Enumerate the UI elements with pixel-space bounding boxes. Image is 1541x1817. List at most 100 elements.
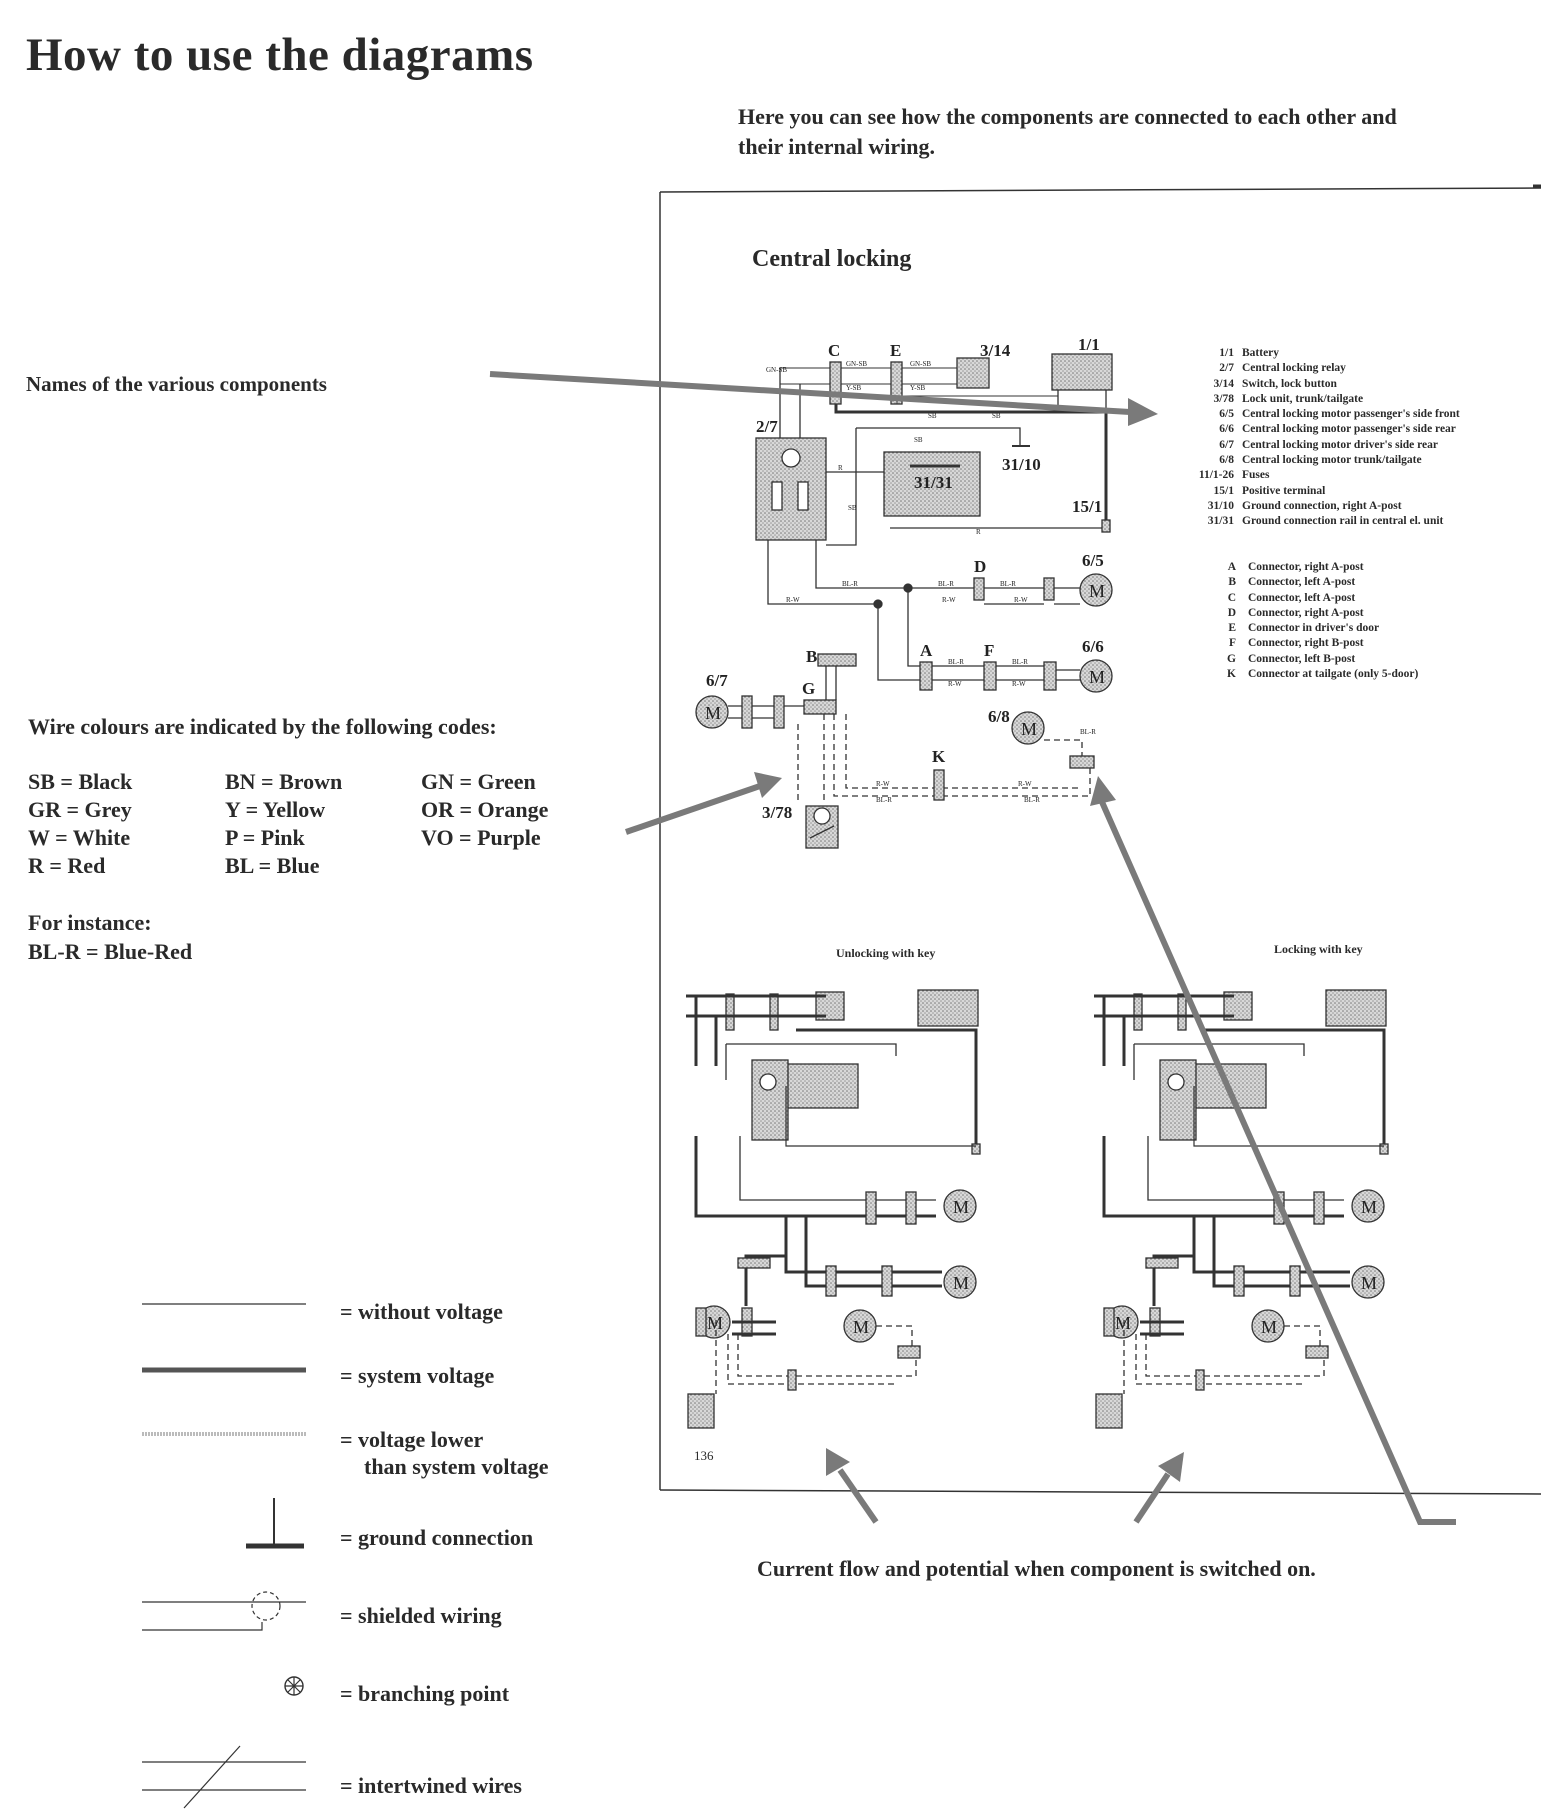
component-name: Central locking motor driver's side rear [1242, 438, 1438, 451]
motor-label: M [705, 703, 721, 723]
label-c: C [828, 341, 840, 360]
wire-codes-heading: Wire colours are indicated by the follow… [28, 714, 497, 739]
component-code: 6/7 [1219, 438, 1234, 451]
connector-code: C [1227, 591, 1236, 604]
wire-label: BL-R [1000, 580, 1016, 588]
connector-g [803, 699, 837, 715]
code-item: GN = Green [421, 769, 536, 794]
switch-3-14 [956, 357, 990, 389]
connector-name: Connector, right A-post [1248, 606, 1364, 619]
label-31-10: 31/10 [1002, 455, 1041, 474]
unlocking-subtitle: Unlocking with key [836, 946, 936, 960]
wire-label: BL-R [876, 796, 892, 804]
central-unit-31-31 [883, 451, 981, 517]
wire-label: R-W [942, 596, 956, 604]
connector-code: G [1227, 652, 1236, 665]
label-3-78: 3/78 [762, 803, 792, 822]
arrow-to-locking-diagram [1133, 1452, 1184, 1524]
list-item: 6/7 Central locking motor driver's side r… [1180, 438, 1460, 453]
label-d: D [974, 557, 986, 576]
list-item: E Connector in driver's door [1222, 621, 1418, 636]
wire-label: SB [992, 412, 1001, 420]
example-label: For instance: [28, 910, 152, 935]
arrow-to-component-list [489, 371, 1158, 426]
arrow-to-wire-label [625, 772, 782, 835]
component-code: 3/78 [1213, 392, 1234, 405]
locking-subtitle: Locking with key [1274, 942, 1363, 956]
label-a: A [920, 641, 933, 660]
wire-label: SB [928, 412, 937, 420]
list-item: 31/10 Ground connection, right A-post [1180, 499, 1460, 514]
battery-1-1 [1051, 353, 1113, 391]
label-b: B [806, 647, 817, 666]
motor-6-5 [1079, 573, 1113, 607]
label-15-1: 15/1 [1072, 497, 1102, 516]
names-annotation: Names of the various components [26, 372, 327, 396]
component-name: Ground connection, right A-post [1242, 499, 1402, 512]
label-2-7: 2/7 [756, 417, 778, 436]
wire-label: R-W [1018, 780, 1032, 788]
wire-label: R-W [876, 780, 890, 788]
motor-label: M [1361, 1197, 1377, 1217]
component-name: Positive terminal [1242, 484, 1326, 497]
label-1-1: 1/1 [1078, 335, 1100, 354]
label-e: E [890, 341, 901, 360]
label-6-7: 6/7 [706, 671, 728, 690]
wire-label: Y-SB [846, 384, 862, 392]
component-code: 6/5 [1219, 408, 1234, 421]
code-item: R = Red [28, 853, 106, 878]
wire-label: BL-R [1024, 796, 1040, 804]
legend-ground: = ground connection [340, 1525, 534, 1550]
component-code: 31/31 [1207, 515, 1234, 528]
legend-lower-voltage-line2: than system voltage [364, 1454, 549, 1479]
wire-label: Y-SB [910, 384, 926, 392]
connector-name: Connector, left B-post [1248, 652, 1356, 665]
sub-diagram-unlocking [686, 989, 981, 1429]
label-k: K [932, 747, 946, 766]
connector-code: F [1228, 637, 1236, 650]
wire-label: BL-R [938, 580, 954, 588]
codes-column-3: GN = Green OR = Orange VO = Purple [421, 768, 548, 852]
legend-symbols [142, 1303, 306, 1809]
motor-label: M [1089, 667, 1105, 687]
arrow-from-caption-right [1090, 776, 1456, 1525]
wire-label: R [976, 528, 981, 536]
component-code: 1/1 [1219, 347, 1234, 359]
component-code: 2/7 [1219, 362, 1234, 375]
wire-label: BL-R [1080, 728, 1096, 736]
connector-f [983, 661, 997, 691]
sub-diagram-unlocking-motors: M M M M [707, 1197, 969, 1337]
symbol-ground [246, 1498, 304, 1549]
connector-name: Connector at tailgate (only 5-door) [1248, 668, 1419, 681]
connector-code: E [1228, 622, 1236, 635]
connector-code: B [1228, 576, 1236, 589]
code-item: BN = Brown [225, 769, 343, 794]
motor-6-6 [1079, 659, 1113, 693]
diagram-panel-frame [659, 184, 1541, 1495]
component-name: Battery [1242, 347, 1280, 359]
connector-d [973, 577, 985, 601]
component-name: Fuses [1242, 469, 1270, 482]
code-item: GR = Grey [28, 797, 132, 822]
connector-name: Connector in driver's door [1248, 622, 1380, 635]
connector-name: Connector, left A-post [1248, 576, 1356, 589]
component-code: 31/10 [1207, 499, 1234, 512]
legend-without-voltage: = without voltage [340, 1299, 503, 1324]
label-3-14: 3/14 [980, 341, 1011, 360]
connector-a [919, 661, 933, 691]
wire-label: GN-SB [910, 360, 931, 368]
page-title: How to use the diagrams [26, 29, 534, 81]
wire-label: SB [848, 504, 857, 512]
main-wiring-diagram [695, 353, 1113, 849]
component-name: Switch, lock button [1242, 377, 1337, 390]
